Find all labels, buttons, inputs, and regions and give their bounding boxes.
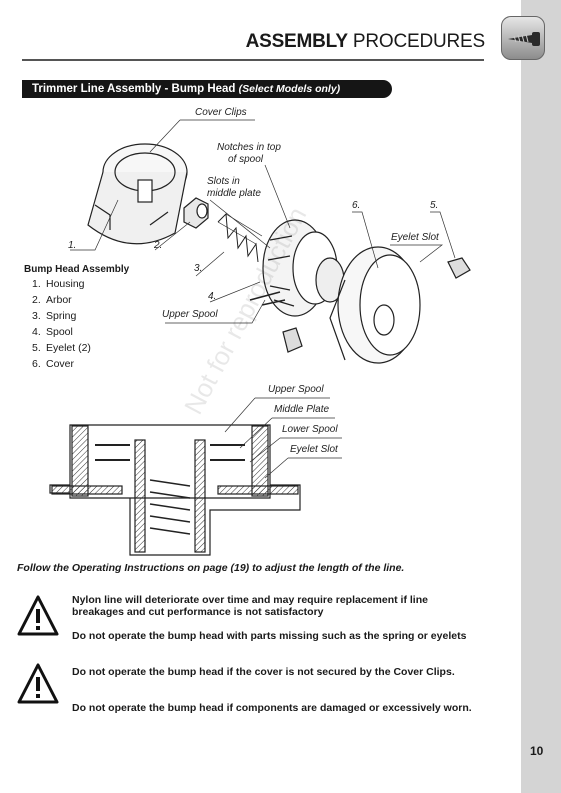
page-number: 10 [530, 744, 544, 758]
housing-part [87, 143, 188, 245]
label-notches-2: of spool [228, 154, 264, 165]
parts-list: 1.Housing 2.Arbor 3.Spring 4.Spool 5.Eye… [32, 276, 91, 372]
warning-text: Nylon line will deteriorate over time an… [72, 594, 428, 618]
parts-list-title: Bump Head Assembly [24, 264, 130, 275]
warning-triangle-icon [17, 595, 59, 636]
list-item: 5.Eyelet (2) [32, 342, 91, 354]
spring-part [217, 212, 263, 263]
label-section-lower-spool: Lower Spool [282, 424, 338, 435]
list-item: 2.Arbor [32, 294, 72, 306]
label-cover-clips: Cover Clips [195, 107, 247, 118]
label-slots-2: middle plate [207, 188, 261, 199]
cover-part [329, 246, 421, 364]
label-number-1: 1. [68, 240, 77, 251]
warning-text: Do not operate the bump head if the cove… [72, 666, 455, 678]
list-item: 1.Housing [32, 278, 85, 290]
list-item: 6.Cover [32, 358, 75, 370]
label-number-6: 6. [352, 200, 361, 211]
label-notches: Notches in top [217, 142, 281, 153]
cross-section-diagram [49, 424, 301, 556]
eyelet-part [282, 257, 471, 353]
label-number-2: 2. [154, 240, 163, 251]
spool-part [249, 219, 345, 317]
label-section-eyelet-slot: Eyelet Slot [290, 444, 338, 455]
exploded-diagram [49, 119, 471, 556]
list-item: 3.Spring [32, 310, 77, 322]
side-bar [521, 0, 561, 793]
label-section-upper-spool: Upper Spool [268, 384, 324, 395]
screw-icon [501, 16, 545, 60]
section-banner: Trimmer Line Assembly - Bump Head (Selec… [22, 80, 392, 98]
arbor-part [183, 197, 209, 229]
label-section-middle-plate: Middle Plate [274, 404, 330, 415]
list-item: 4.Spool [32, 326, 73, 338]
warning-triangle-icon [17, 663, 59, 704]
label-number-3: 3. [194, 263, 203, 274]
label-number-5: 5. [430, 200, 439, 211]
header-rule [22, 59, 484, 61]
label-number-4: 4. [208, 291, 217, 302]
warning-text: Do not operate the bump head if componen… [72, 702, 472, 714]
page-title: ASSEMBLY PROCEDURES [245, 31, 486, 52]
label-upper-spool: Upper Spool [162, 309, 218, 320]
operating-instruction: Follow the Operating Instructions on pag… [17, 562, 405, 574]
label-slots: Slots in [207, 176, 240, 187]
warning-text: Do not operate the bump head with parts … [72, 630, 467, 642]
label-eyelet-slot: Eyelet Slot [391, 232, 439, 243]
